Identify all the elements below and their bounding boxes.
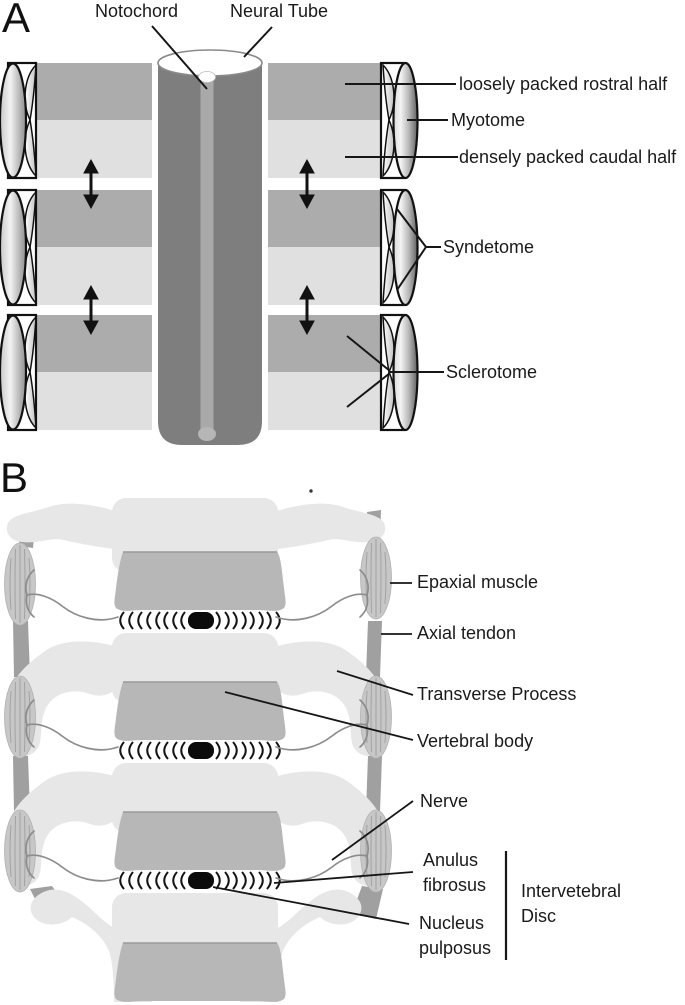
axial-tendon-label: Axial tendon [417, 623, 517, 643]
nucleus-pulposus-pointer [212, 886, 410, 925]
somite-column-right [268, 61, 419, 432]
panel-a-letter: A [2, 0, 31, 41]
myotome-label: Myotome [451, 110, 526, 130]
vertebral-body-label: Vertebral body [417, 731, 534, 751]
stray-dot [309, 489, 313, 493]
transverse-process-label: Transverse Process [417, 684, 577, 704]
nerve-label: Nerve [420, 791, 469, 811]
anulus-fibrosus-label: Anulus fibrosus [423, 848, 486, 898]
intervertebral-disc-line1: Intervetebral [521, 881, 622, 901]
syndetome-label: Syndetome [443, 237, 535, 257]
anulus-fibrosus-line2: fibrosus [423, 875, 487, 895]
nerve-pointer [331, 800, 414, 861]
notochord [200, 80, 214, 440]
notochord-tip [198, 427, 216, 441]
sclerotome-label: Sclerotome [446, 362, 538, 382]
anulus-fibrosus-line1: Anulus [423, 850, 479, 870]
somite-column-left [0, 61, 152, 432]
neural-tube-label: Neural Tube [230, 1, 329, 21]
panel-b-vertebra-diagram [4, 489, 508, 1002]
panel-b-letter: B [0, 454, 29, 501]
transverse-process-pointer [336, 670, 414, 696]
caudal-half-label: densely packed caudal half [459, 147, 677, 167]
epaxial-muscle-label: Epaxial muscle [417, 572, 539, 592]
notochord-pointer [151, 25, 208, 90]
rostral-half-label: loosely packed rostral half [459, 74, 668, 94]
nucleus-pulposus-line1: Nucleus [419, 913, 485, 933]
nucleus-pulposus-label: Nucleus pulposus [419, 911, 491, 961]
intervertebral-disc-line2: Disc [521, 906, 556, 926]
anulus-fibrosus-pointer [273, 871, 414, 884]
sclerotome-pointer [346, 335, 444, 408]
panel-b-pointer-lines [212, 582, 508, 960]
intervertebral-disc-label: Intervetebral Disc [521, 879, 621, 929]
notochord-opening [198, 71, 216, 83]
syndetome-pointer [396, 208, 441, 291]
panel-a-somite-diagram [0, 25, 458, 445]
nucleus-pulposus-line2: pulposus [419, 938, 492, 958]
notochord-label: Notochord [95, 1, 179, 21]
vertebral-body-pointer [224, 691, 414, 741]
neural-tube-pointer [243, 26, 273, 58]
neural-tube [157, 49, 263, 445]
panel-a-pointer-lines [151, 25, 458, 408]
